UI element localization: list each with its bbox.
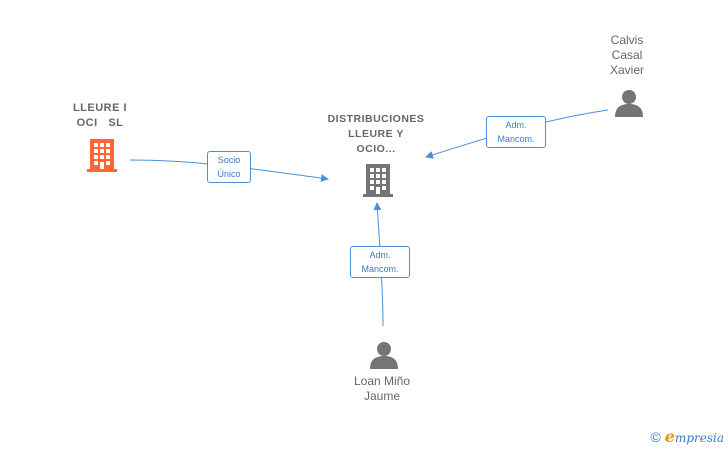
node-distribuciones-label: DISTRIBUCIONES LLEURE Y OCIO... bbox=[316, 112, 436, 157]
building-icon[interactable] bbox=[362, 162, 394, 198]
node-calvis-line-1: Calvis bbox=[610, 33, 644, 47]
edge-label-adm-calvis[interactable]: Adm. Mancom. bbox=[486, 116, 546, 148]
edge-label-socio-unico-line-2: Único bbox=[217, 169, 241, 179]
empresia-logo[interactable]: empresia bbox=[665, 427, 724, 446]
node-calvis-line-2: Casal bbox=[611, 48, 643, 62]
node-lleure-label: LLEURE I OCI SL bbox=[50, 101, 150, 131]
copyright-symbol: © bbox=[650, 428, 661, 445]
edge-label-socio-unico-line-1: Socio bbox=[217, 155, 241, 165]
person-icon[interactable] bbox=[613, 87, 645, 119]
person-icon[interactable] bbox=[368, 339, 400, 371]
node-calvis-line-3: Xavier bbox=[609, 63, 644, 77]
edge-label-adm-calvis-line-2: Mancom. bbox=[497, 134, 535, 144]
node-loan-line-1: Loan Miño bbox=[353, 374, 411, 388]
node-loan-line-2: Jaume bbox=[363, 389, 401, 403]
edge-label-adm-calvis-line-1: Adm. bbox=[505, 120, 527, 130]
building-icon[interactable] bbox=[86, 137, 118, 173]
edge-label-adm-loan-line-2: Mancom. bbox=[361, 264, 399, 274]
node-loan-label: Loan Miño Jaume bbox=[332, 374, 432, 404]
empresia-logo-rest: mpresia bbox=[674, 431, 724, 445]
node-distribuciones-line-2: LLEURE Y bbox=[348, 128, 404, 140]
node-calvis-label: Calvis Casal Xavier bbox=[587, 33, 667, 78]
node-lleure-line-1: LLEURE I bbox=[72, 102, 128, 114]
edge-label-adm-loan[interactable]: Adm. Mancom. bbox=[350, 246, 410, 278]
footer-brand: © empresia bbox=[650, 427, 724, 446]
edge-label-socio-unico[interactable]: Socio Único bbox=[207, 151, 251, 183]
empresia-logo-e: e bbox=[664, 427, 675, 446]
node-distribuciones-line-3: OCIO... bbox=[356, 143, 396, 155]
node-distribuciones-line-1: DISTRIBUCIONES bbox=[327, 113, 425, 125]
edge-label-adm-loan-line-1: Adm. bbox=[369, 250, 391, 260]
node-lleure-line-2: OCI SL bbox=[76, 117, 124, 129]
